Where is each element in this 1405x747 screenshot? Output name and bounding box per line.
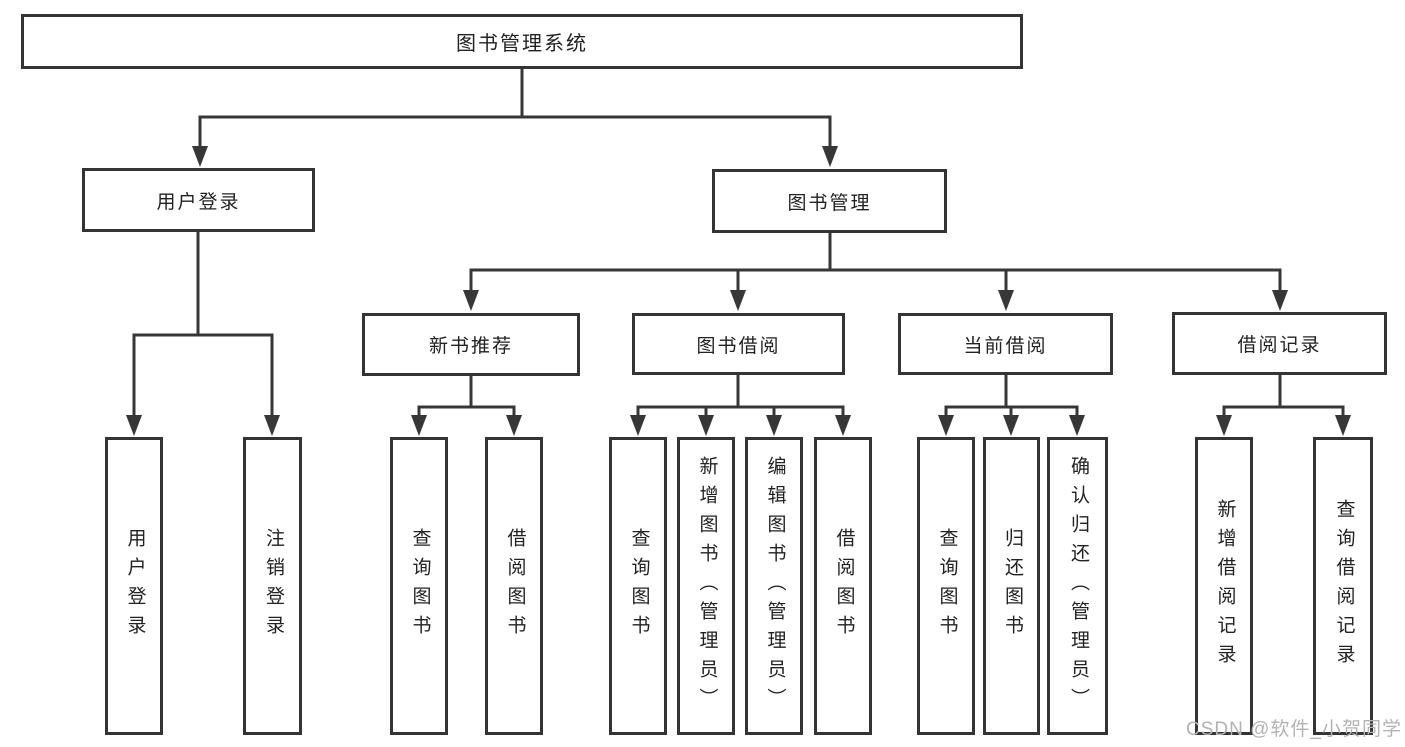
node-label-leaf-confirm-return: 确认归还（管理员） [1067, 455, 1089, 717]
edges-user-login-to-leaves [126, 232, 280, 436]
node-label-leaf-return-book: 归还图书 [1001, 528, 1023, 644]
node-label-leaf-query-borrow-record: 查询借阅记录 [1333, 499, 1355, 673]
node-label-leaf-add-borrow-record: 新增借阅记录 [1214, 499, 1236, 673]
edges-new-book-rec-to-leaves [411, 376, 522, 436]
node-leaf-add-book: 新增图书（管理员） [677, 437, 735, 735]
node-label-new-book-rec: 新书推荐 [428, 336, 513, 357]
node-label-current-borrow: 当前借阅 [963, 335, 1048, 357]
node-book-mgmt: 图书管理 [712, 169, 947, 233]
node-borrow-records: 借阅记录 [1172, 312, 1387, 375]
node-user-login: 用户登录 [82, 168, 315, 232]
node-label-leaf-logout: 注销登录 [262, 528, 284, 644]
node-leaf-user-login: 用户登录 [105, 437, 163, 735]
node-leaf-borrow-book-borrow: 借阅图书 [814, 437, 872, 735]
node-leaf-borrow-book-rec: 借阅图书 [485, 437, 543, 735]
node-current-borrow: 当前借阅 [898, 313, 1113, 375]
node-new-book-rec: 新书推荐 [362, 313, 580, 376]
node-label-leaf-query-book-borrow: 查询图书 [628, 528, 650, 644]
node-leaf-confirm-return: 确认归还（管理员） [1047, 437, 1108, 735]
node-label-borrow-records: 借阅记录 [1237, 335, 1322, 356]
node-label-leaf-add-book: 新增图书（管理员） [696, 455, 718, 717]
node-label-book-borrow: 图书借阅 [696, 335, 781, 357]
node-leaf-query-borrow-record: 查询借阅记录 [1313, 437, 1373, 735]
node-leaf-query-book-current: 查询图书 [917, 437, 975, 735]
edges-current-borrow-to-leaves [938, 375, 1085, 436]
node-label-book-mgmt: 图书管理 [787, 192, 872, 214]
node-book-borrow: 图书借阅 [632, 313, 845, 375]
node-leaf-query-book-borrow: 查询图书 [609, 437, 667, 735]
node-label-leaf-query-book-current: 查询图书 [936, 528, 958, 644]
node-leaf-logout: 注销登录 [243, 437, 302, 735]
edges-borrow-records-to-leaves [1216, 375, 1351, 436]
node-label-leaf-user-login: 用户登录 [124, 528, 146, 644]
node-leaf-add-borrow-record: 新增借阅记录 [1195, 437, 1253, 735]
edges-root-to-level2 [192, 69, 838, 167]
node-label-leaf-borrow-book-borrow: 借阅图书 [833, 528, 855, 644]
node-label-leaf-query-book-rec: 查询图书 [409, 528, 431, 644]
node-system-root: 图书管理系统 [21, 14, 1023, 69]
node-leaf-return-book: 归还图书 [983, 437, 1040, 735]
node-label-leaf-edit-book: 编辑图书（管理员） [764, 455, 786, 717]
node-label-system-root: 图书管理系统 [456, 33, 588, 55]
node-label-leaf-borrow-book-rec: 借阅图书 [504, 528, 526, 644]
csdn-watermark: CSDN @软件_小贺同学 [1186, 719, 1402, 740]
node-label-user-login: 用户登录 [156, 191, 241, 213]
node-leaf-edit-book: 编辑图书（管理员） [745, 437, 803, 735]
edges-book-mgmt-to-level3 [463, 233, 1288, 311]
node-leaf-query-book-rec: 查询图书 [390, 437, 448, 735]
edges-book-borrow-to-leaves [630, 375, 851, 436]
